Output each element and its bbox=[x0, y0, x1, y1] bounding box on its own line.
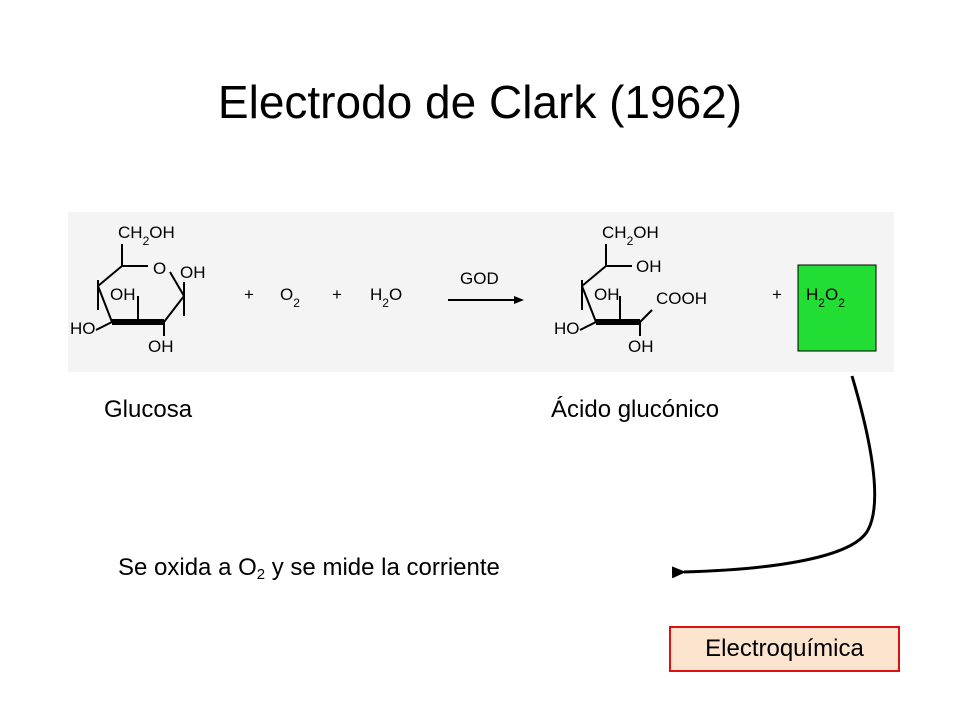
gluconic-group-left: HO bbox=[554, 319, 580, 338]
plus-sign-3: + bbox=[772, 285, 782, 304]
description-suffix: y se mide la corriente bbox=[265, 554, 500, 581]
enzyme-label: GOD bbox=[460, 269, 499, 288]
reactant-oxygen: O2 bbox=[280, 285, 300, 310]
acido-gluconico-label: Ácido glucónico bbox=[551, 396, 720, 423]
gluconic-group-bottom: OH bbox=[628, 337, 654, 356]
glucose-structure bbox=[95, 244, 185, 336]
h2o2-highlight-box bbox=[797, 264, 877, 352]
glucose-group-inner: OH bbox=[110, 285, 136, 304]
glucosa-label: Glucosa bbox=[104, 396, 193, 423]
gluconic-acid-structure bbox=[579, 244, 653, 336]
product-hydrogen-peroxide: H2O2 bbox=[806, 285, 845, 310]
description-prefix: Se oxida a O bbox=[118, 554, 257, 581]
gluconic-group-upper: OH bbox=[636, 257, 662, 276]
plus-sign-1: + bbox=[244, 285, 254, 304]
gluconic-group-acid: COOH bbox=[656, 289, 707, 308]
glucose-group-top: CH2OH bbox=[118, 223, 175, 248]
glucose-group-bottom: OH bbox=[148, 337, 174, 356]
page-title: Electrodo de Clark (1962) bbox=[217, 76, 743, 128]
description-subscript: 2 bbox=[256, 566, 266, 583]
glucose-ring-oxygen: O bbox=[153, 259, 166, 278]
gluconic-group-inner: OH bbox=[594, 285, 620, 304]
electroquimica-badge: Electroquímica bbox=[669, 626, 900, 672]
curved-arrow bbox=[671, 375, 877, 579]
reactant-water: H2O bbox=[370, 285, 402, 310]
glucose-group-left: HO bbox=[70, 319, 96, 338]
description-text: Se oxida a O2 y se mide la corriente bbox=[118, 553, 500, 583]
gluconic-group-top: CH2OH bbox=[602, 223, 659, 248]
glucose-group-right: OH bbox=[180, 263, 206, 282]
reaction-scheme-background bbox=[68, 212, 894, 372]
plus-sign-2: + bbox=[332, 285, 342, 304]
